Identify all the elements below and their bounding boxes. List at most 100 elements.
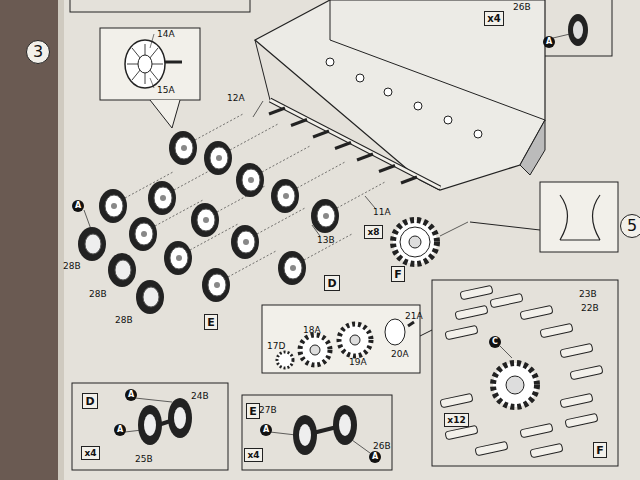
node-text: x12 [447, 416, 465, 425]
wheel [568, 14, 588, 46]
wheel-hub [242, 169, 260, 191]
node-text: D [327, 278, 336, 289]
node-text: x4 [247, 451, 259, 460]
wheel-spokes [127, 44, 163, 84]
wheel [204, 141, 232, 175]
sprocket [493, 363, 537, 407]
axle-bar [270, 100, 440, 188]
leader-line [440, 222, 468, 236]
wheel-center [214, 282, 220, 288]
wheel [311, 199, 339, 233]
wheel-hub [144, 414, 156, 436]
inset-pointer [470, 222, 540, 230]
wheel-hub [237, 231, 255, 253]
illustration-part [384, 88, 392, 96]
quantity-box: x4 [484, 11, 504, 26]
part-number: 13B [316, 236, 336, 245]
wheel [169, 131, 197, 165]
wheel-center [243, 239, 249, 245]
track-link [455, 305, 488, 319]
paint-marker: C [489, 336, 501, 348]
leader-line [262, 146, 310, 172]
wheel-hub [317, 205, 335, 227]
leader-line [365, 196, 375, 208]
leader-line [150, 34, 154, 48]
axle-stub [335, 143, 351, 149]
sprocket-hub [409, 236, 421, 248]
node-text: D [85, 396, 94, 407]
illustration-part [132, 48, 158, 80]
node-text: E [249, 406, 257, 417]
node-text: x8 [367, 228, 379, 237]
leader-line [135, 398, 172, 402]
leader-line [500, 346, 512, 358]
quantity-box: x4 [244, 448, 263, 462]
wheel-hub [299, 424, 311, 446]
inset-pointer [420, 330, 432, 336]
hull-bolts [326, 58, 482, 138]
wheel [191, 203, 219, 237]
track-link [560, 393, 593, 407]
wheel-hub [85, 234, 101, 254]
hull-edge [520, 120, 545, 175]
wheel-hub [143, 287, 159, 307]
sprocket-hub [506, 376, 524, 394]
leader-line [304, 234, 352, 260]
paint-marker: A [114, 424, 126, 436]
leader-line [352, 440, 370, 453]
page-shadow [0, 0, 58, 480]
node-text: 3 [33, 44, 43, 60]
track-link [445, 325, 478, 339]
wheel-center [181, 145, 187, 151]
part-number: 28B [114, 316, 134, 325]
hub [385, 319, 405, 345]
paint-marker: A [125, 389, 137, 401]
hull-edge [255, 40, 440, 190]
part-number: 11A [372, 208, 392, 217]
leader-line [125, 430, 142, 432]
gear-hub [310, 345, 320, 355]
illustration-part [356, 74, 364, 82]
node-text: A [546, 38, 552, 46]
axle [165, 61, 182, 64]
node-text: A [128, 391, 134, 399]
part-number: 18A [302, 326, 322, 335]
wheel-hub [154, 187, 172, 209]
sprocket [393, 220, 437, 264]
panel-frame [70, 0, 250, 12]
track-link [565, 413, 598, 427]
wheel [108, 253, 136, 287]
wheel [99, 189, 127, 223]
part-number: 12A [226, 94, 246, 103]
node-text: x4 [487, 14, 500, 24]
wheel-center [203, 217, 209, 223]
axle-stub [379, 166, 395, 172]
wheel [231, 225, 259, 259]
gear-hub [350, 335, 360, 345]
track-link [560, 343, 593, 357]
paint-marker: A [260, 424, 272, 436]
part-number: 19A [348, 358, 368, 367]
quantity-box: x12 [444, 413, 469, 427]
wheel-hub [170, 247, 188, 269]
axle-stub [401, 177, 417, 183]
road-wheels [78, 131, 339, 314]
illustration-part [132, 48, 158, 80]
wheel-hub [277, 185, 295, 207]
leader-line [230, 124, 278, 150]
wheel [236, 163, 264, 197]
wheel [148, 181, 176, 215]
wheel [136, 280, 164, 314]
subassembly-tag: E [204, 314, 218, 330]
wheel [333, 405, 357, 445]
wheel-hub [573, 21, 583, 39]
wheel [125, 40, 165, 88]
wheel [129, 217, 157, 251]
node-text: C [492, 338, 498, 346]
subassembly-tag: F [391, 266, 405, 282]
part-number: 24B [190, 392, 210, 401]
leader-line [253, 101, 263, 117]
leader-line [297, 162, 345, 188]
leader-line [195, 114, 243, 140]
part-number: 23B [578, 290, 598, 299]
